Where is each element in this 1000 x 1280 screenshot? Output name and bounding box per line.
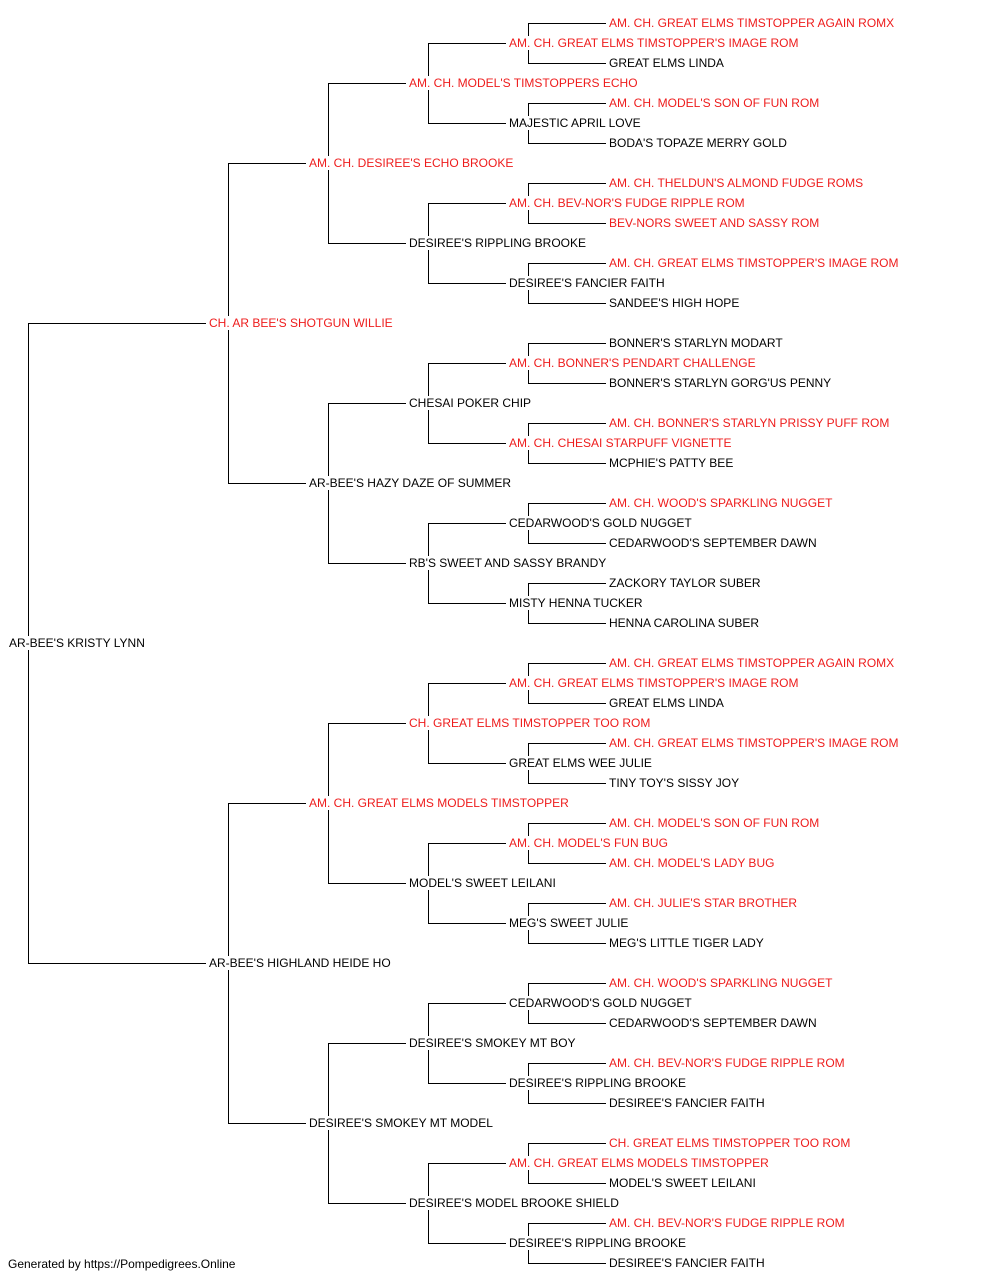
- ancestor-name-gen3: RB'S SWEET AND SASSY BRANDY: [408, 556, 608, 570]
- ancestor-name-gen2: AM. CH. DESIREE'S ECHO BROOKE: [308, 156, 515, 170]
- ancestor-name-gen4: MAJESTIC APRIL LOVE: [508, 116, 642, 130]
- ancestor-name-gen5: AM. CH. GREAT ELMS TIMSTOPPER'S IMAGE RO…: [608, 256, 900, 270]
- ancestor-name-gen2: DESIREE'S SMOKEY MT MODEL: [308, 1116, 494, 1130]
- ancestor-name-gen5: MODEL'S SWEET LEILANI: [608, 1176, 757, 1190]
- ancestor-name-gen5: CH. GREAT ELMS TIMSTOPPER TOO ROM: [608, 1136, 852, 1150]
- ancestor-name-gen5: TINY TOY'S SISSY JOY: [608, 776, 741, 790]
- ancestor-name-gen4: AM. CH. BONNER'S PENDART CHALLENGE: [508, 356, 757, 370]
- ancestor-name-gen5: AM. CH. BEV-NOR'S FUDGE RIPPLE ROM: [608, 1056, 846, 1070]
- ancestor-name-gen3: CHESAI POKER CHIP: [408, 396, 533, 410]
- ancestor-name-gen5: BONNER'S STARLYN GORG'US PENNY: [608, 376, 833, 390]
- ancestor-name-gen4: DESIREE'S FANCIER FAITH: [508, 276, 666, 290]
- ancestor-name-gen3: DESIREE'S RIPPLING BROOKE: [408, 236, 588, 250]
- ancestor-name-gen2: AM. CH. GREAT ELMS MODELS TIMSTOPPER: [308, 796, 570, 810]
- generated-by-footer: Generated by https://Pompedigrees.Online: [8, 1257, 236, 1271]
- ancestor-name-gen4: AM. CH. MODEL'S FUN BUG: [508, 836, 669, 850]
- ancestor-name-gen4: AM. CH. GREAT ELMS MODELS TIMSTOPPER: [508, 1156, 770, 1170]
- ancestor-name-gen5: GREAT ELMS LINDA: [608, 696, 725, 710]
- ancestor-name-gen5: AM. CH. BONNER'S STARLYN PRISSY PUFF ROM: [608, 416, 891, 430]
- ancestor-name-gen5: AM. CH. GREAT ELMS TIMSTOPPER AGAIN ROMX: [608, 656, 896, 670]
- ancestor-name-gen5: CEDARWOOD'S SEPTEMBER DAWN: [608, 536, 818, 550]
- ancestor-name-gen5: SANDEE'S HIGH HOPE: [608, 296, 741, 310]
- ancestor-name-gen1: CH. AR BEE'S SHOTGUN WILLIE: [208, 316, 394, 330]
- ancestor-name-gen5: AM. CH. WOOD'S SPARKLING NUGGET: [608, 496, 834, 510]
- ancestor-name-gen4: CEDARWOOD'S GOLD NUGGET: [508, 996, 693, 1010]
- ancestor-name-gen5: HENNA CAROLINA SUBER: [608, 616, 761, 630]
- ancestor-name-gen5: MCPHIE'S PATTY BEE: [608, 456, 735, 470]
- ancestor-name-gen4: DESIREE'S RIPPLING BROOKE: [508, 1236, 688, 1250]
- ancestor-name-gen5: AM. CH. GREAT ELMS TIMSTOPPER'S IMAGE RO…: [608, 736, 900, 750]
- ancestor-name-gen4: DESIREE'S RIPPLING BROOKE: [508, 1076, 688, 1090]
- ancestor-name-gen4: AM. CH. CHESAI STARPUFF VIGNETTE: [508, 436, 733, 450]
- ancestor-name-gen5: AM. CH. MODEL'S SON OF FUN ROM: [608, 96, 821, 110]
- ancestor-name-gen5: DESIREE'S FANCIER FAITH: [608, 1256, 766, 1270]
- ancestor-name-gen3: CH. GREAT ELMS TIMSTOPPER TOO ROM: [408, 716, 652, 730]
- ancestor-name-gen5: AM. CH. JULIE'S STAR BROTHER: [608, 896, 799, 910]
- ancestor-name-gen3: DESIREE'S MODEL BROOKE SHIELD: [408, 1196, 620, 1210]
- ancestor-name-gen5: MEG'S LITTLE TIGER LADY: [608, 936, 765, 950]
- ancestor-name-gen4: GREAT ELMS WEE JULIE: [508, 756, 653, 770]
- ancestor-name-gen3: AM. CH. MODEL'S TIMSTOPPERS ECHO: [408, 76, 639, 90]
- ancestor-name-gen4: AM. CH. GREAT ELMS TIMSTOPPER'S IMAGE RO…: [508, 36, 800, 50]
- ancestor-name-gen2: AR-BEE'S HAZY DAZE OF SUMMER: [308, 476, 513, 490]
- ancestor-name-gen4: CEDARWOOD'S GOLD NUGGET: [508, 516, 693, 530]
- ancestor-name-gen5: AM. CH. THELDUN'S ALMOND FUDGE ROMS: [608, 176, 865, 190]
- subject-name: AR-BEE'S KRISTY LYNN: [8, 636, 146, 650]
- ancestor-name-gen3: MODEL'S SWEET LEILANI: [408, 876, 557, 890]
- ancestor-name-gen5: AM. CH. MODEL'S LADY BUG: [608, 856, 776, 870]
- ancestor-name-gen5: AM. CH. WOOD'S SPARKLING NUGGET: [608, 976, 834, 990]
- ancestor-name-gen5: GREAT ELMS LINDA: [608, 56, 725, 70]
- ancestor-name-gen4: MEG'S SWEET JULIE: [508, 916, 630, 930]
- ancestor-name-gen5: BODA'S TOPAZE MERRY GOLD: [608, 136, 788, 150]
- ancestor-name-gen5: CEDARWOOD'S SEPTEMBER DAWN: [608, 1016, 818, 1030]
- ancestor-name-gen5: AM. CH. BEV-NOR'S FUDGE RIPPLE ROM: [608, 1216, 846, 1230]
- ancestor-name-gen5: BEV-NORS SWEET AND SASSY ROM: [608, 216, 821, 230]
- ancestor-name-gen5: DESIREE'S FANCIER FAITH: [608, 1096, 766, 1110]
- ancestor-name-gen1: AR-BEE'S HIGHLAND HEIDE HO: [208, 956, 392, 970]
- ancestor-name-gen4: MISTY HENNA TUCKER: [508, 596, 644, 610]
- ancestor-name-gen3: DESIREE'S SMOKEY MT BOY: [408, 1036, 577, 1050]
- ancestor-name-gen5: AM. CH. MODEL'S SON OF FUN ROM: [608, 816, 821, 830]
- ancestor-name-gen4: AM. CH. GREAT ELMS TIMSTOPPER'S IMAGE RO…: [508, 676, 800, 690]
- ancestor-name-gen5: ZACKORY TAYLOR SUBER: [608, 576, 762, 590]
- ancestor-name-gen5: BONNER'S STARLYN MODART: [608, 336, 784, 350]
- ancestor-name-gen5: AM. CH. GREAT ELMS TIMSTOPPER AGAIN ROMX: [608, 16, 896, 30]
- ancestor-name-gen4: AM. CH. BEV-NOR'S FUDGE RIPPLE ROM: [508, 196, 746, 210]
